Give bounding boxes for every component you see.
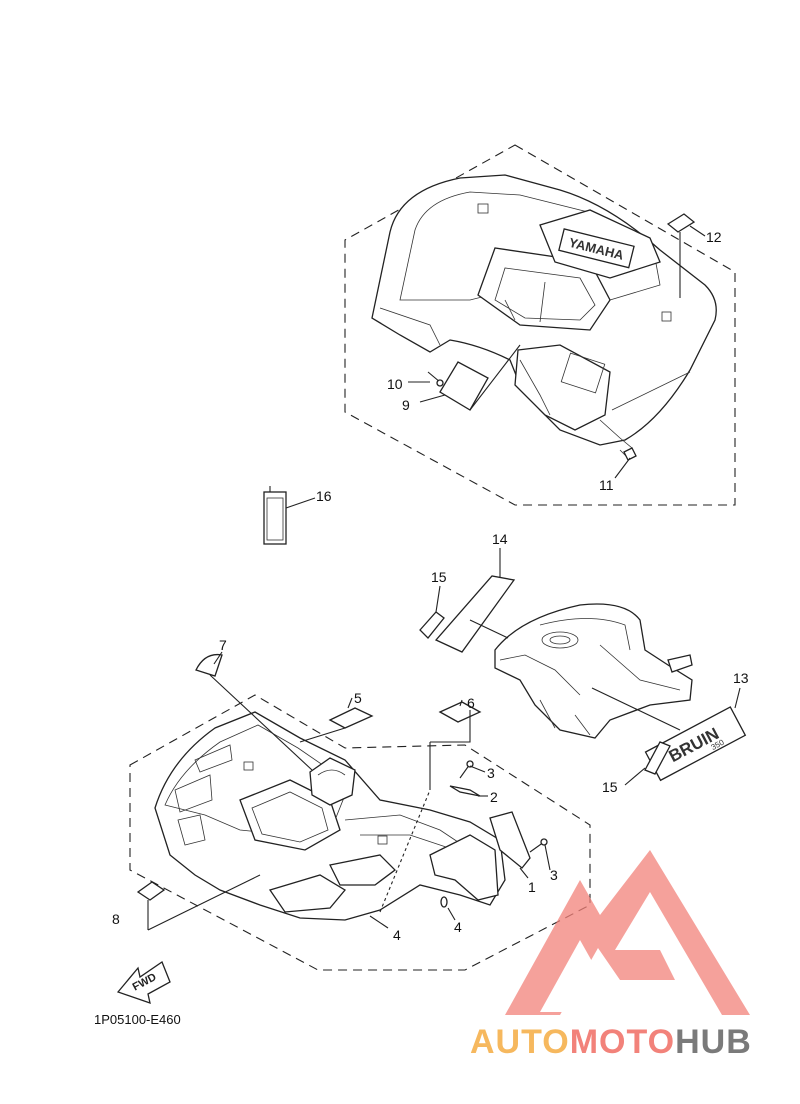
callout-8: 8 [112,911,120,927]
callout-6: 6 [467,695,475,711]
callout-2: 2 [490,789,498,805]
callout-11: 11 [599,477,614,493]
part-3-screw-lower [529,838,548,853]
callout-4b: 4 [454,919,462,935]
part-14-decal [434,575,516,653]
callout-16: 16 [316,488,332,504]
part-10-bolt [427,371,444,387]
part-6-decal [438,701,482,723]
svg-text:AUTOMOTOHUB: AUTOMOTOHUB [470,1023,752,1061]
callout-15b: 15 [602,779,618,795]
part-8-label [136,881,166,901]
tank-cover [494,603,693,739]
part-15-decal-upper [419,611,445,639]
part-3-screw-upper [459,760,474,779]
callout-12: 12 [706,229,722,245]
callout-9: 9 [402,397,410,413]
callout-7: 7 [219,637,227,653]
part-11-clip [623,447,637,461]
front-fender-group-outline [129,694,591,971]
callout-1: 1 [528,879,536,895]
part-4-bolt [440,896,448,908]
watermark-brand: AUTOMOTOHUB [470,1023,752,1061]
callout-13: 13 [733,670,749,686]
callout-15a: 15 [431,569,447,585]
part-16-warning-label [263,486,287,545]
forward-arrow: FWD [116,961,171,1004]
watermark-moto: MOTO [570,1023,675,1061]
rear-yamaha-decal [558,228,635,269]
callout-3b: 3 [550,867,558,883]
watermark-auto: AUTO [470,1023,570,1061]
part-1-mud-flap [489,811,531,869]
diagram-reference-code: 1P05100-E460 [94,1012,181,1027]
rear-fender: YAMAHA [371,174,717,459]
rear-fender-group-outline [344,144,736,506]
part-9-plate [439,361,489,411]
part-15-decal-lower [644,741,671,775]
part-2-seal [449,785,481,797]
watermark-hub: HUB [675,1023,752,1061]
watermark-triangle-icon [505,850,750,1015]
callout-4a: 4 [393,927,401,943]
part-12-label [666,213,696,233]
callout-14: 14 [492,531,508,547]
front-fender [154,711,506,921]
callout-3a: 3 [487,765,495,781]
callout-5: 5 [354,690,362,706]
callout-10: 10 [387,376,403,392]
part-5-decal [328,707,374,729]
part-7-lens [195,653,223,677]
part-13-side-decal: BRUIN 350 [644,706,747,782]
watermark-logo [505,850,750,1015]
